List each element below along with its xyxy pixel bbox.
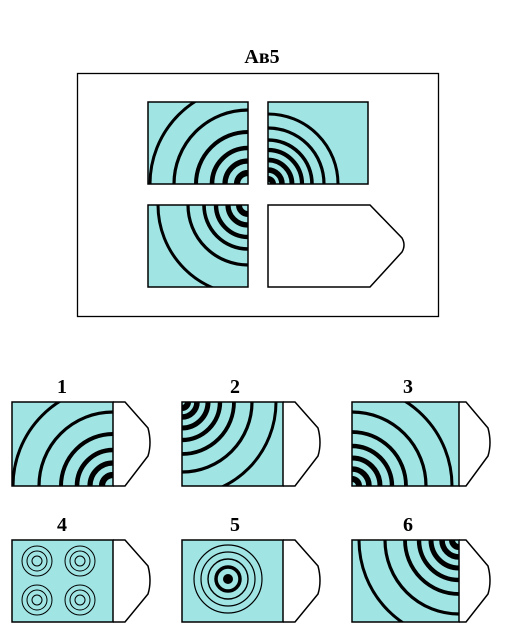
tile-top-right	[267, 101, 369, 185]
option-label: 2	[230, 376, 240, 398]
option-label: 5	[230, 514, 240, 536]
option-label: 3	[403, 376, 413, 398]
tile-top-left	[147, 101, 249, 185]
ring-cluster-bottom-right	[64, 584, 96, 616]
ring-cluster-top-right	[64, 545, 96, 577]
missing-piece-slot	[267, 204, 405, 288]
ring-cluster-bottom-left	[21, 584, 53, 616]
option-label: 6	[403, 514, 413, 536]
puzzle-title: Aв5	[244, 46, 279, 68]
question-panel	[76, 72, 440, 318]
tile-bottom-left	[147, 204, 249, 288]
target-rings	[193, 544, 263, 614]
answer-option-2[interactable]: 2	[88, 308, 321, 496]
ring-cluster-top-left	[21, 545, 53, 577]
answer-option-6[interactable]: 6	[351, 440, 513, 627]
answer-option-3[interactable]: 3	[252, 376, 491, 586]
answer-option-4[interactable]: 4	[11, 514, 151, 623]
question-frame	[76, 72, 440, 318]
option-label: 1	[57, 376, 67, 398]
option-label: 4	[57, 514, 67, 536]
answer-option-1[interactable]: 1	[11, 376, 213, 586]
answer-option-5[interactable]: 5	[181, 514, 321, 623]
